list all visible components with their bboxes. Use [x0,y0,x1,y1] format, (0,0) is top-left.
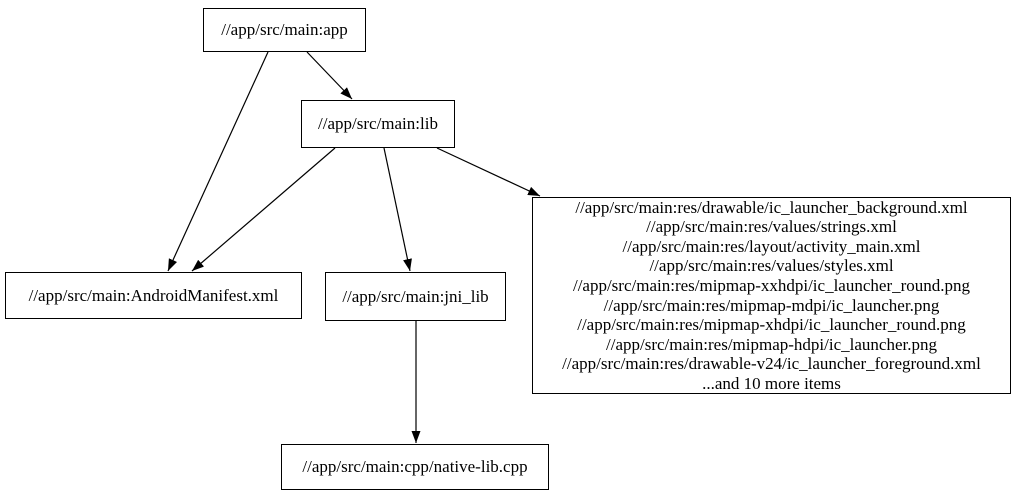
edge-app-to-manifest [167,51,269,272]
resource-item: //app/src/main:res/drawable-v24/ic_launc… [562,354,981,374]
resource-item: //app/src/main:res/layout/activity_main.… [622,236,921,256]
edge-lib-to-jni-lib [383,147,412,272]
node-label: //app/src/main:cpp/native-lib.cpp [302,457,528,476]
resource-item: //app/src/main:res/drawable/ic_launcher_… [575,197,968,217]
edge-lib-to-manifest [191,147,336,272]
resource-item: //app/src/main:res/values/strings.xml [646,217,897,237]
edge-app-to-lib [306,51,353,100]
resource-item: //app/src/main:res/values/styles.xml [649,256,894,276]
graph-node-app: //app/src/main:app [203,8,366,52]
resource-item: //app/src/main:res/mipmap-mdpi/ic_launch… [603,295,940,315]
resource-item: //app/src/main:res/mipmap-xxhdpi/ic_laun… [572,275,971,295]
graph-node-native-lib-cpp: //app/src/main:cpp/native-lib.cpp [281,444,549,490]
node-label: //app/src/main:jni_lib [342,286,489,306]
resource-item: //app/src/main:res/mipmap-xhdpi/ic_launc… [577,315,966,335]
graph-node-jni-lib: //app/src/main:jni_lib [325,272,506,321]
node-label: //app/src/main:app [221,20,348,39]
resource-item: //app/src/main:res/mipmap-hdpi/ic_launch… [606,334,937,354]
node-label: //app/src/main:lib [318,114,438,133]
node-label: //app/src/main:AndroidManifest.xml [28,285,279,305]
graph-node-resources-group: //app/src/main:res/drawable/ic_launcher_… [532,197,1011,394]
graph-node-android-manifest: //app/src/main:AndroidManifest.xml [5,272,302,319]
resource-more-items: ...and 10 more items [702,373,841,393]
edge-lib-to-resources [436,147,541,197]
graph-node-lib: //app/src/main:lib [301,100,455,148]
